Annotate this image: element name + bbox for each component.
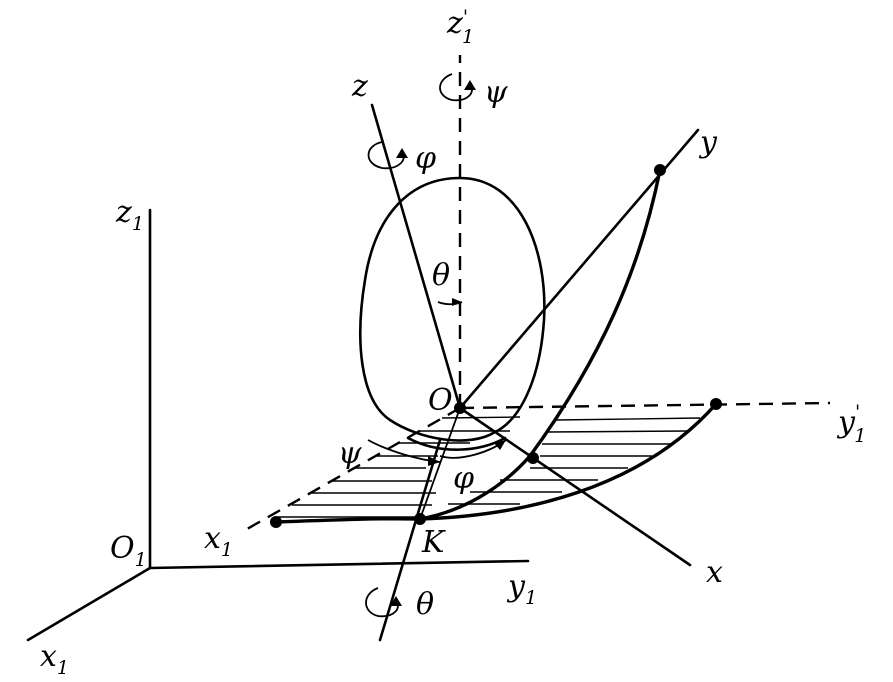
label-y1-prime: y'1 [836, 401, 866, 447]
label-y: y [698, 125, 718, 160]
point-curve-mid [527, 452, 539, 464]
label-z: z [351, 69, 368, 104]
z-axis [370, 103, 462, 410]
label-k: K [421, 525, 446, 560]
psi-rotation-arrowhead [464, 80, 476, 90]
point-curve-start [270, 516, 282, 528]
label-theta-center: θ [432, 258, 450, 293]
label-z1-prime: z'1 [446, 6, 474, 48]
phi-arrowhead [494, 440, 506, 450]
theta-rotation-arrowhead [390, 596, 402, 606]
x1-axis-fixed [26, 566, 152, 642]
psi-arrowhead [428, 456, 440, 466]
label-psi-mid: ψ [338, 436, 362, 471]
contact-trajectory [274, 402, 718, 524]
theta-rotation-arrow [365, 587, 399, 618]
label-phi-mid: φ [453, 461, 474, 496]
plane-hatching [278, 416, 701, 518]
label-phi-top: φ [415, 141, 436, 176]
y1-prime-axis [459, 401, 831, 410]
label-theta-bottom: θ [416, 587, 434, 622]
point-o [454, 402, 466, 414]
point-y1-prime-end [710, 398, 722, 410]
label-o1: O1 [110, 531, 147, 571]
label-x: x [706, 555, 723, 590]
y1-axis [148, 559, 530, 570]
label-x1-bottom: x1 [40, 639, 69, 677]
rolling-curve [418, 168, 662, 521]
label-psi-top: ψ [484, 75, 508, 110]
phi-rotation-arrowhead [396, 148, 408, 158]
point-y-axis-end [654, 164, 666, 176]
label-x1-left: x1 [204, 521, 233, 561]
disk-lower-arc [406, 436, 507, 451]
psi-rotation-arrow [439, 73, 473, 102]
x1-prime-axis [239, 406, 461, 535]
point-k [414, 513, 426, 525]
label-y1: y1 [506, 569, 537, 609]
z-axis-lower [378, 438, 442, 642]
phi-rotation-arrow [367, 141, 405, 170]
ok-segment [419, 407, 461, 520]
label-o: O [428, 383, 453, 418]
label-z1: z1 [115, 195, 144, 235]
disk-outline [359, 176, 546, 442]
x-axis [458, 406, 692, 567]
theta-arrowhead [452, 298, 462, 306]
